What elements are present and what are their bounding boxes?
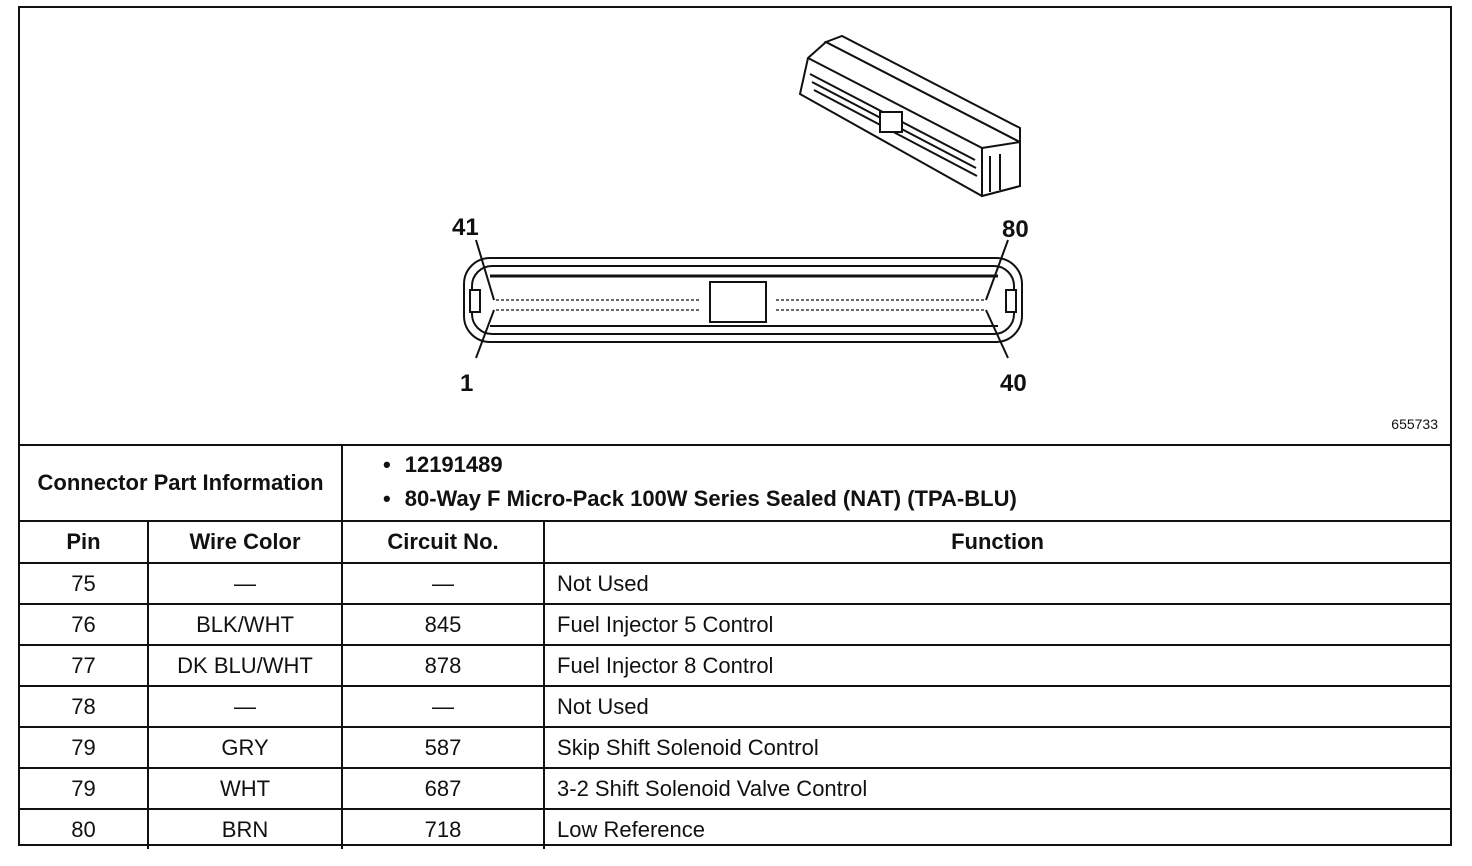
pin-label-80: 80 — [1002, 216, 1029, 243]
table-row: 78 — — Not Used — [20, 685, 1451, 728]
table-header-row: Pin Wire Color Circuit No. Function — [20, 520, 1451, 564]
table-row: 79 GRY 587 Skip Shift Solenoid Control — [20, 726, 1451, 769]
connector-info-items: 12191489 80-Way F Micro-Pack 100W Series… — [341, 444, 1451, 522]
pin-label-41: 41 — [452, 214, 479, 241]
connector-face-view — [463, 239, 1023, 359]
pin-label-40: 40 — [1000, 370, 1027, 397]
header-function: Function — [543, 520, 1451, 564]
cell-circuit-no: 587 — [341, 726, 546, 769]
cell-function: Low Reference — [543, 808, 1451, 849]
connector-table: Connector Part Information 12191489 80-W… — [20, 444, 1451, 849]
connector-isometric-image — [798, 34, 1021, 198]
connector-info-label: Connector Part Information — [20, 444, 344, 522]
cell-wire-color: BLK/WHT — [146, 603, 344, 646]
cell-circuit-no: 718 — [341, 808, 546, 849]
cell-circuit-no: 878 — [341, 644, 546, 687]
table-row: 75 — — Not Used — [20, 562, 1451, 605]
cell-pin: 78 — [20, 685, 149, 728]
cell-circuit-no: 845 — [341, 603, 546, 646]
cell-pin: 76 — [20, 603, 149, 646]
header-wire-color: Wire Color — [146, 520, 344, 564]
header-circuit-no: Circuit No. — [341, 520, 546, 564]
cell-function: Fuel Injector 5 Control — [543, 603, 1451, 646]
cell-pin: 75 — [20, 562, 149, 605]
part-number: 12191489 — [383, 448, 1450, 482]
part-description: 80-Way F Micro-Pack 100W Series Sealed (… — [383, 482, 1450, 516]
cell-wire-color: WHT — [146, 767, 344, 810]
cell-pin: 79 — [20, 726, 149, 769]
cell-circuit-no: — — [341, 562, 546, 605]
cell-circuit-no: — — [341, 685, 546, 728]
table-row: 76 BLK/WHT 845 Fuel Injector 5 Control — [20, 603, 1451, 646]
figure-id: 655733 — [1391, 416, 1438, 432]
table-row: 80 BRN 718 Low Reference — [20, 808, 1451, 849]
cell-wire-color: BRN — [146, 808, 344, 849]
cell-function: Not Used — [543, 685, 1451, 728]
cell-function: Skip Shift Solenoid Control — [543, 726, 1451, 769]
table-row: 79 WHT 687 3-2 Shift Solenoid Valve Cont… — [20, 767, 1451, 810]
cell-function: Fuel Injector 8 Control — [543, 644, 1451, 687]
connector-figure: 41 80 1 40 655733 — [20, 8, 1450, 446]
cell-wire-color: — — [146, 685, 344, 728]
cell-circuit-no: 687 — [341, 767, 546, 810]
cell-function: Not Used — [543, 562, 1451, 605]
cell-wire-color: GRY — [146, 726, 344, 769]
connector-drawing — [463, 34, 1023, 359]
connector-sheet: 41 80 1 40 655733 Connector Part Informa… — [18, 6, 1452, 849]
cell-pin: 79 — [20, 767, 149, 810]
pin-label-1: 1 — [460, 370, 474, 397]
connector-info-row: Connector Part Information 12191489 80-W… — [20, 444, 1451, 522]
header-pin: Pin — [20, 520, 149, 564]
cell-pin: 77 — [20, 644, 149, 687]
cell-function: 3-2 Shift Solenoid Valve Control — [543, 767, 1451, 810]
cell-wire-color: DK BLU/WHT — [146, 644, 344, 687]
cell-wire-color: — — [146, 562, 344, 605]
table-row: 77 DK BLU/WHT 878 Fuel Injector 8 Contro… — [20, 644, 1451, 687]
cell-pin: 80 — [20, 808, 149, 849]
